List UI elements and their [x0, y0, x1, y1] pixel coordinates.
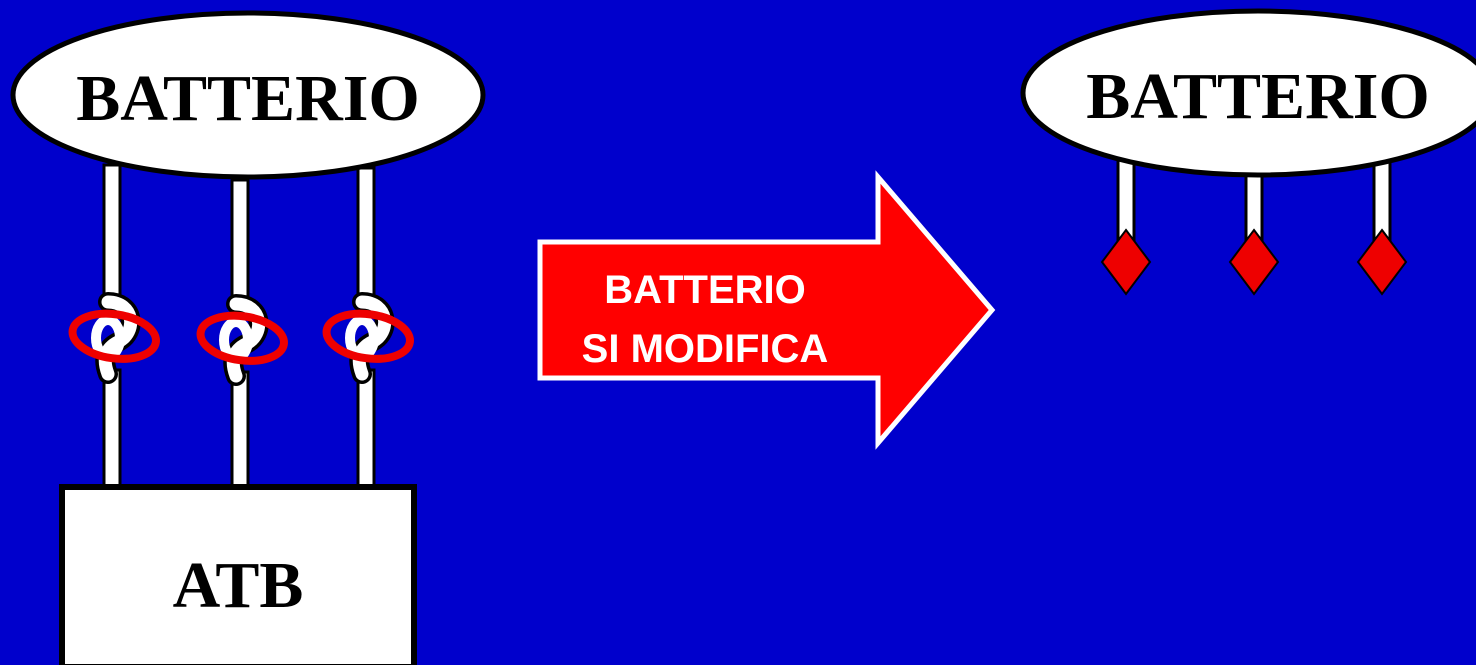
- left-receptor-lines-top: [104, 165, 374, 310]
- antibiotic-label: ATB: [173, 549, 304, 622]
- right-bacterium-label: BATTERIO: [1086, 60, 1430, 133]
- left-link-3: [324, 302, 413, 374]
- left-panel: BATTERIO ATB: [13, 13, 483, 665]
- left-bacterium-label: BATTERIO: [76, 62, 420, 135]
- right-panel: BATTERIO: [1023, 11, 1476, 294]
- modified-receptor-diamond-3: [1358, 230, 1406, 294]
- arrow-text-line2: SI MODIFICA: [582, 327, 829, 371]
- left-binding-lines-bottom: [104, 370, 374, 490]
- modified-receptor-diamond-1: [1102, 230, 1150, 294]
- left-link-1: [70, 302, 159, 374]
- left-link-2: [198, 304, 287, 376]
- transition-arrow: BATTERIO SI MODIFICA: [540, 177, 992, 443]
- arrow-text-line1: BATTERIO: [604, 268, 805, 312]
- modified-receptor-diamond-2: [1230, 230, 1278, 294]
